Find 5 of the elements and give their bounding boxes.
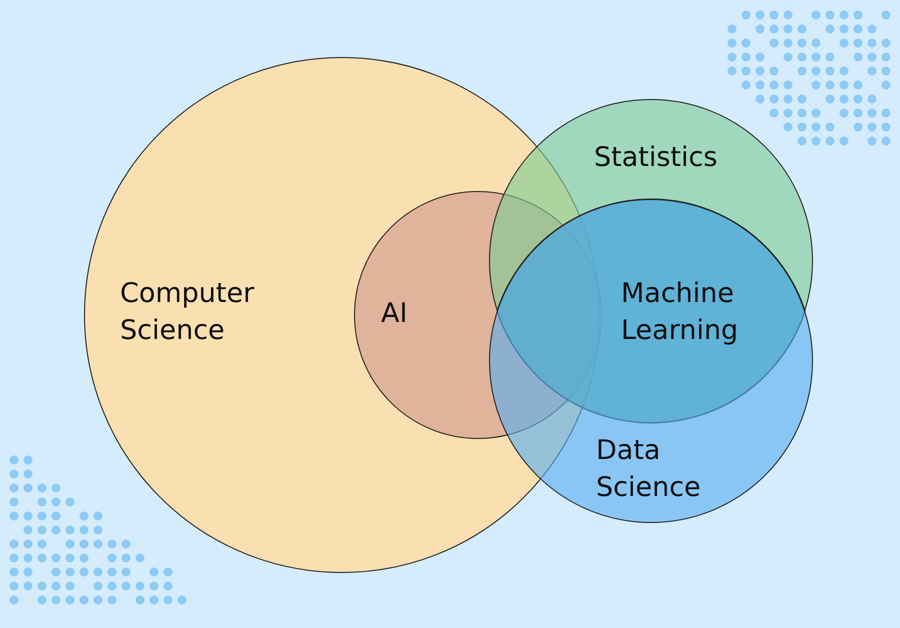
region-label: AI <box>381 297 408 331</box>
region-label: Machine Learning <box>620 277 740 348</box>
region-label: Computer Science <box>120 277 256 348</box>
region-label: Data Science <box>596 434 702 505</box>
region-label: Statistics <box>594 141 718 175</box>
